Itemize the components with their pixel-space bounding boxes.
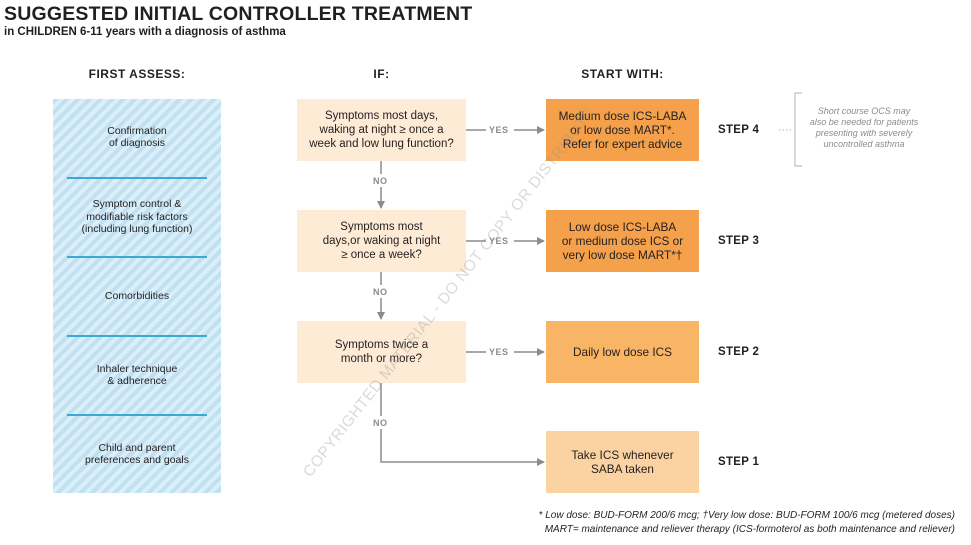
condition-box-step3: Symptoms most days,or waking at night ≥ … <box>297 210 466 272</box>
condition-box-step2: Symptoms twice a month or more? <box>297 321 466 383</box>
yes-label-step2: YES <box>489 347 509 357</box>
assess-item-inhaler-technique: Inhaler technique & adherence <box>96 362 178 388</box>
condition-box-step4: Symptoms most days, waking at night ≥ on… <box>297 99 466 161</box>
assess-item-comorbidities: Comorbidities <box>104 289 170 302</box>
step-label-4: STEP 4 <box>718 124 760 136</box>
no-arrow-3 <box>380 429 545 466</box>
treatment-box-step4: Medium dose ICS-LABA or low dose MART*. … <box>546 99 699 161</box>
assess-item-confirmation: Confirmation of diagnosis <box>107 124 167 150</box>
assess-item-symptom-control: Symptom control & modifiable risk factor… <box>81 198 193 236</box>
footnote-doses: * Low dose: BUD-FORM 200/6 mcg; †Very lo… <box>538 510 955 521</box>
column-header-if: IF: <box>373 67 390 81</box>
column-header-first-assess: FIRST ASSESS: <box>88 67 186 81</box>
no-label-3: NO <box>373 418 388 428</box>
assess-divider <box>67 256 207 258</box>
column-header-start-with: START WITH: <box>581 67 664 81</box>
ocs-bracket <box>794 92 802 167</box>
step-label-2: STEP 2 <box>718 346 760 358</box>
treatment-box-step3: Low dose ICS-LABA or medium dose ICS or … <box>546 210 699 272</box>
treatment-box-step2: Daily low dose ICS <box>546 321 699 383</box>
assess-item-preferences: Child and parent preferences and goals <box>85 441 189 467</box>
step-label-1: STEP 1 <box>718 456 760 468</box>
treatment-box-step1: Take ICS whenever SABA taken <box>546 431 699 493</box>
ocs-note: Short course OCS may also be needed for … <box>809 106 919 149</box>
no-label-2: NO <box>373 287 388 297</box>
first-assess-panel <box>53 99 221 493</box>
page-subtitle: in CHILDREN 6-11 years with a diagnosis … <box>4 26 286 38</box>
no-label-1: NO <box>373 176 388 186</box>
yes-label-step4: YES <box>489 125 509 135</box>
page-title: SUGGESTED INITIAL CONTROLLER TREATMENT <box>4 3 473 25</box>
assess-divider <box>67 335 207 337</box>
assess-divider <box>67 414 207 416</box>
assess-divider <box>67 177 207 179</box>
step-label-3: STEP 3 <box>718 235 760 247</box>
yes-label-step3: YES <box>489 236 509 246</box>
footnote-mart: MART= maintenance and reliever therapy (… <box>544 524 955 535</box>
